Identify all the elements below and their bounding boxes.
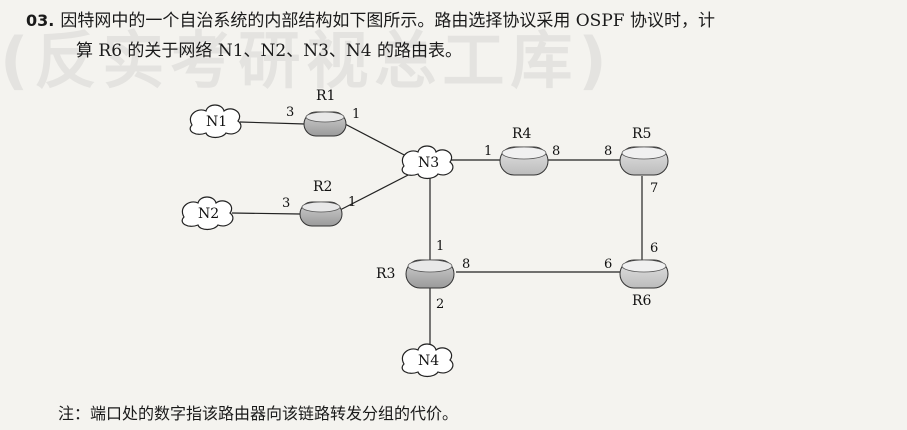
router-r3: R3 xyxy=(376,259,455,289)
svg-text:R3: R3 xyxy=(376,266,395,282)
network-n3: N3 xyxy=(401,145,454,180)
link-r2-n3 xyxy=(339,171,415,211)
cost-r4-r5: 8 xyxy=(552,144,560,159)
question-text: 03.因特网中的一个自治系统的内部结构如下图所示。路由选择协议采用 OSPF 协… xyxy=(26,6,896,66)
cost-r1-n1: 3 xyxy=(286,105,294,120)
cost-r6-r5: 6 xyxy=(650,241,658,256)
network-n2: N2 xyxy=(181,196,234,231)
router-r6: R6 xyxy=(619,259,669,309)
svg-text:R6: R6 xyxy=(632,293,652,309)
link-r1-n3 xyxy=(344,123,411,159)
network-n1: N1 xyxy=(189,104,242,139)
svg-text:R1: R1 xyxy=(316,88,335,104)
router-r4: R4 xyxy=(499,126,549,176)
cost-r5-r6: 7 xyxy=(650,181,658,196)
svg-text:N2: N2 xyxy=(198,206,219,222)
cost-r2-n3: 1 xyxy=(348,195,356,210)
router-r2: R2 xyxy=(299,179,343,227)
cost-r3-r6: 8 xyxy=(462,257,470,272)
footnote: 注：端口处的数字指该路由器向该链路转发分组的代价。 xyxy=(58,404,459,423)
svg-text:R4: R4 xyxy=(512,126,532,142)
svg-text:N3: N3 xyxy=(418,155,439,171)
question-line-2: 算 R6 的关于网络 N1、N2、N3、N4 的路由表。 xyxy=(76,41,462,61)
cost-r4-n3: 1 xyxy=(484,144,492,159)
cost-r3-n3: 1 xyxy=(436,239,444,254)
network-n4: N4 xyxy=(401,343,454,378)
svg-text:N4: N4 xyxy=(418,353,439,369)
question-line-1: 03.因特网中的一个自治系统的内部结构如下图所示。路由选择协议采用 OSPF 协… xyxy=(26,11,715,31)
cost-r1-n3: 1 xyxy=(352,107,360,122)
cost-r3-n4: 2 xyxy=(436,297,444,312)
question-number: 03. xyxy=(26,11,55,30)
svg-text:R5: R5 xyxy=(632,126,651,142)
svg-text:R2: R2 xyxy=(313,179,332,195)
watermark-text: (反实考研视总工库) xyxy=(0,24,613,97)
cost-r6-r3: 6 xyxy=(604,257,612,272)
cost-r2-n2: 3 xyxy=(282,196,290,211)
router-r1: R1 xyxy=(303,88,347,137)
router-r5: R5 xyxy=(619,126,669,176)
link-n1-r1 xyxy=(239,121,306,125)
cost-r5-r4: 8 xyxy=(604,144,612,159)
svg-text:N1: N1 xyxy=(206,114,227,130)
link-n2-r2 xyxy=(231,212,301,215)
